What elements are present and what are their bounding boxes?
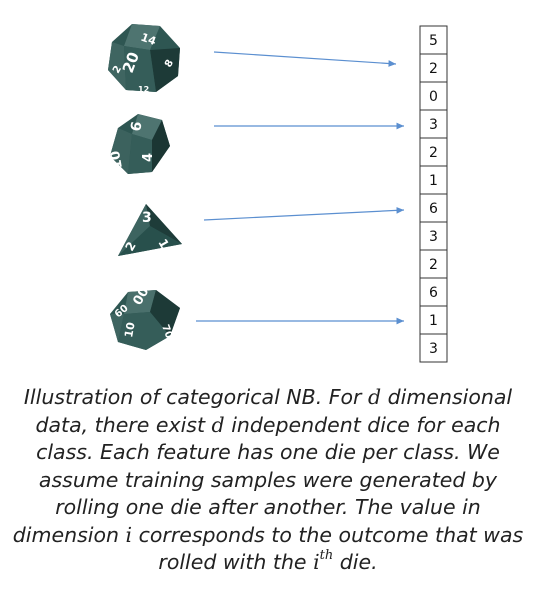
sample-value: 3 xyxy=(429,229,438,245)
die-face-label: 12 xyxy=(138,85,149,94)
d4-die: 3 2 1 xyxy=(118,204,182,256)
math-superscript-th: th xyxy=(319,548,334,564)
sample-value: 0 xyxy=(429,89,438,105)
die-face-label: 8 xyxy=(163,58,176,70)
sample-cell xyxy=(419,193,448,223)
caption-part-1: Illustration of categorical NB. For xyxy=(23,385,369,409)
sample-cell xyxy=(419,165,448,195)
categorical-nb-figure: 14 20 2 8 12 6 4 10 8 3 2 1 00 60 70 10 xyxy=(108,24,448,363)
die-face-label: 3 xyxy=(142,210,152,226)
sample-value: 6 xyxy=(429,201,438,217)
die-face-label: 6 xyxy=(128,120,145,132)
sample-cell xyxy=(419,53,448,83)
caption-part-4: corresponds to the outcome that was roll… xyxy=(132,522,524,575)
sample-cell xyxy=(419,277,448,307)
sample-cell xyxy=(419,305,448,335)
sample-cell xyxy=(419,25,448,55)
die-face-label: 2 xyxy=(111,64,124,76)
caption-part-3: independent dice for each class. Each fe… xyxy=(12,412,501,547)
d100-die: 00 60 70 10 xyxy=(110,285,180,350)
math-var-i: i xyxy=(313,550,320,574)
caption-part-2: dimensional data, there exist xyxy=(35,385,513,437)
arrow-d4-to-sample xyxy=(203,207,405,221)
sample-value: 1 xyxy=(429,313,438,329)
math-var-d: d xyxy=(368,385,382,409)
die-face-label: 4 xyxy=(141,153,156,162)
sample-cell xyxy=(419,109,448,139)
die-face-label: 70 xyxy=(159,323,174,340)
math-var-i: i xyxy=(125,522,133,547)
sample-value: 2 xyxy=(429,61,438,77)
sample-value: 3 xyxy=(429,117,438,133)
sample-cell xyxy=(419,333,448,363)
math-var-d: d xyxy=(211,412,225,437)
sample-value: 6 xyxy=(429,285,438,301)
sample-vector: 5 2 0 3 2 1 6 3 2 6 1 3 xyxy=(419,25,448,363)
figure-caption: Illustration of categorical NB. For d di… xyxy=(10,384,526,577)
sample-value: 2 xyxy=(429,257,438,273)
caption-part-5: die. xyxy=(333,550,378,574)
arrow-d20-to-sample xyxy=(213,51,397,67)
die-face-label: 8 xyxy=(134,173,140,182)
d10-die: 6 4 10 8 xyxy=(108,114,170,182)
sample-value: 5 xyxy=(429,33,438,49)
sample-cell xyxy=(419,221,448,251)
die-face-label: 10 xyxy=(122,321,138,339)
die-face-label: 10 xyxy=(108,149,126,169)
sample-value: 3 xyxy=(429,341,438,357)
d20-die: 14 20 2 8 12 xyxy=(108,24,180,94)
sample-cell xyxy=(419,249,448,279)
sample-value: 1 xyxy=(429,173,438,189)
die-face-label: 14 xyxy=(139,31,158,49)
sample-value: 2 xyxy=(429,145,438,161)
